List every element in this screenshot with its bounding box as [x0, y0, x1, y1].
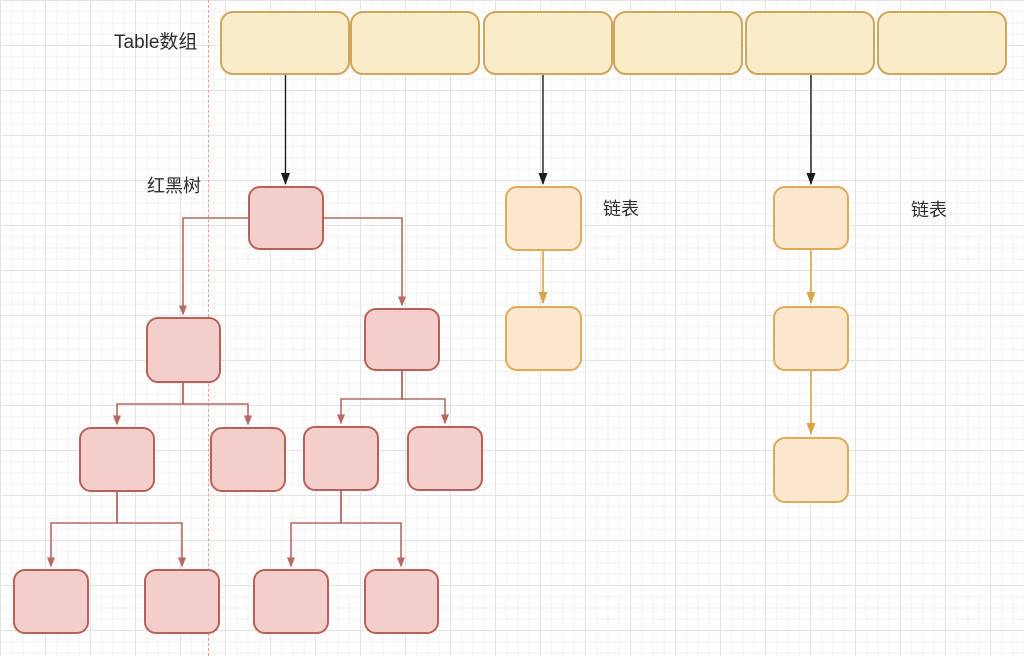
edge-rl-to-leaf4 [340, 491, 405, 568]
rbtree-node-root[interactable] [248, 186, 324, 250]
rbtree-node-leaf4[interactable] [364, 569, 439, 634]
edge-root-to-l [179, 217, 248, 316]
red-black-tree-label: 红黑树 [147, 176, 201, 196]
table-array-cell-6[interactable] [877, 11, 1007, 75]
table-array-cell-4[interactable] [613, 11, 743, 75]
table-array-label: Table数组 [114, 32, 198, 53]
edge-ll-to-leaf2 [116, 492, 186, 568]
list-middle-node-1[interactable] [505, 186, 582, 251]
linked-list-label-middle: 链表 [603, 199, 639, 219]
rbtree-node-r[interactable] [364, 308, 440, 371]
edge-ll-to-leaf1 [47, 492, 118, 568]
table-array-cell-2[interactable] [350, 11, 480, 75]
edge-l-to-lr [182, 383, 252, 426]
list-middle-node-2[interactable] [505, 306, 582, 371]
edge-rl-to-leaf3 [287, 491, 342, 568]
table-array-cell-1[interactable] [220, 11, 350, 75]
rbtree-node-l[interactable] [146, 317, 221, 383]
table-array-cell-5[interactable] [745, 11, 875, 75]
rbtree-node-leaf2[interactable] [144, 569, 220, 634]
edge-r-to-rl [337, 371, 403, 425]
list-right-node-1[interactable] [773, 186, 849, 250]
rbtree-node-rl[interactable] [303, 426, 379, 491]
edge-root-to-r [324, 217, 406, 307]
list-right-node-2[interactable] [773, 306, 849, 371]
rbtree-node-leaf3[interactable] [253, 569, 329, 634]
edge-l-to-ll [113, 383, 184, 426]
rbtree-node-ll[interactable] [79, 427, 155, 492]
rbtree-node-leaf1[interactable] [13, 569, 89, 634]
linked-list-label-right: 链表 [911, 200, 947, 220]
rbtree-node-rr[interactable] [407, 426, 483, 491]
edge-r-to-rr [401, 371, 449, 425]
list-right-node-3[interactable] [773, 437, 849, 503]
table-array-cell-3[interactable] [483, 11, 613, 75]
rbtree-node-lr[interactable] [210, 427, 286, 492]
